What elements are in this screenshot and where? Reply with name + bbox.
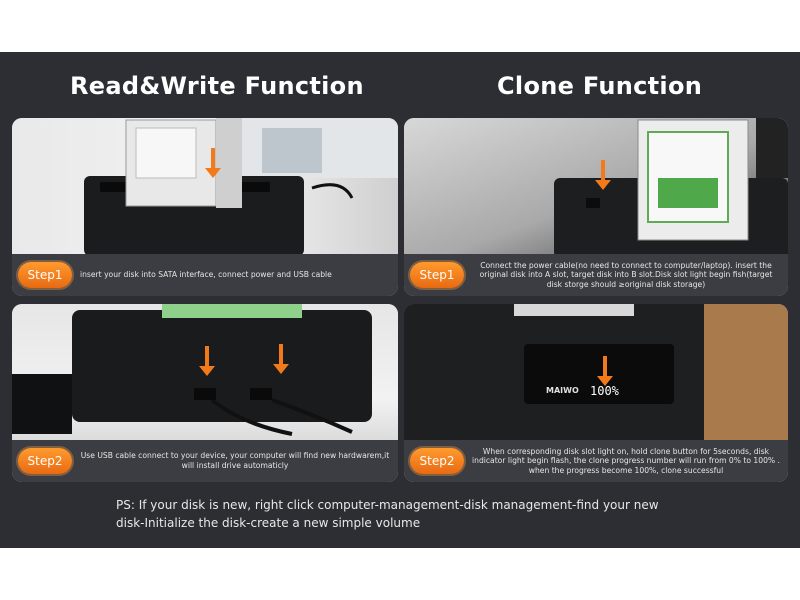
clone-progress-photo: MAIWO 100%: [404, 304, 788, 440]
panel-clone-step1: Step1 Connect the power cable(no need to…: [404, 118, 788, 296]
usb-connection-photo: [12, 304, 398, 440]
step-badge: Step1: [410, 262, 464, 288]
clone-insert-illustration: [554, 118, 788, 254]
docking-station-photo: [12, 118, 398, 254]
caption-bar: Step1 insert your disk into SATA interfa…: [12, 254, 398, 296]
panel-clone-step2: MAIWO 100% Step2 When corresponding disk…: [404, 304, 788, 482]
clone-dock-photo: [404, 118, 788, 254]
clone-title: Clone Function: [497, 72, 703, 100]
step-badge: Step2: [18, 448, 72, 474]
caption-bar: Step2 Use USB cable connect to your devi…: [12, 440, 398, 482]
panel-readwrite-step1: Step1 insert your disk into SATA interfa…: [12, 118, 398, 296]
dock-insert-illustration: [84, 118, 398, 254]
step-instruction: Use USB cable connect to your device, yo…: [80, 451, 390, 470]
step-badge: Step2: [410, 448, 464, 474]
step-badge: Step1: [18, 262, 72, 288]
ps-note: PS: If your disk is new, right click com…: [116, 496, 716, 532]
step-instruction: insert your disk into SATA interface, co…: [80, 270, 332, 280]
ps-line-1: PS: If your disk is new, right click com…: [116, 498, 659, 512]
step-instruction: When corresponding disk slot light on, h…: [472, 446, 780, 475]
step-instruction: Connect the power cable(no need to conne…: [479, 260, 773, 289]
caption-bar: Step2 When corresponding disk slot light…: [404, 440, 788, 482]
usb-ports-illustration: [12, 304, 372, 436]
progress-display: 100%: [590, 384, 619, 398]
clone-progress-illustration: [404, 304, 788, 440]
read-write-title: Read&Write Function: [70, 72, 364, 100]
ps-line-2: disk-Initialize the disk-create a new si…: [116, 516, 421, 530]
caption-bar: Step1 Connect the power cable(no need to…: [404, 254, 788, 296]
brand-logo: MAIWO: [546, 386, 579, 395]
panel-readwrite-step2: Step2 Use USB cable connect to your devi…: [12, 304, 398, 482]
